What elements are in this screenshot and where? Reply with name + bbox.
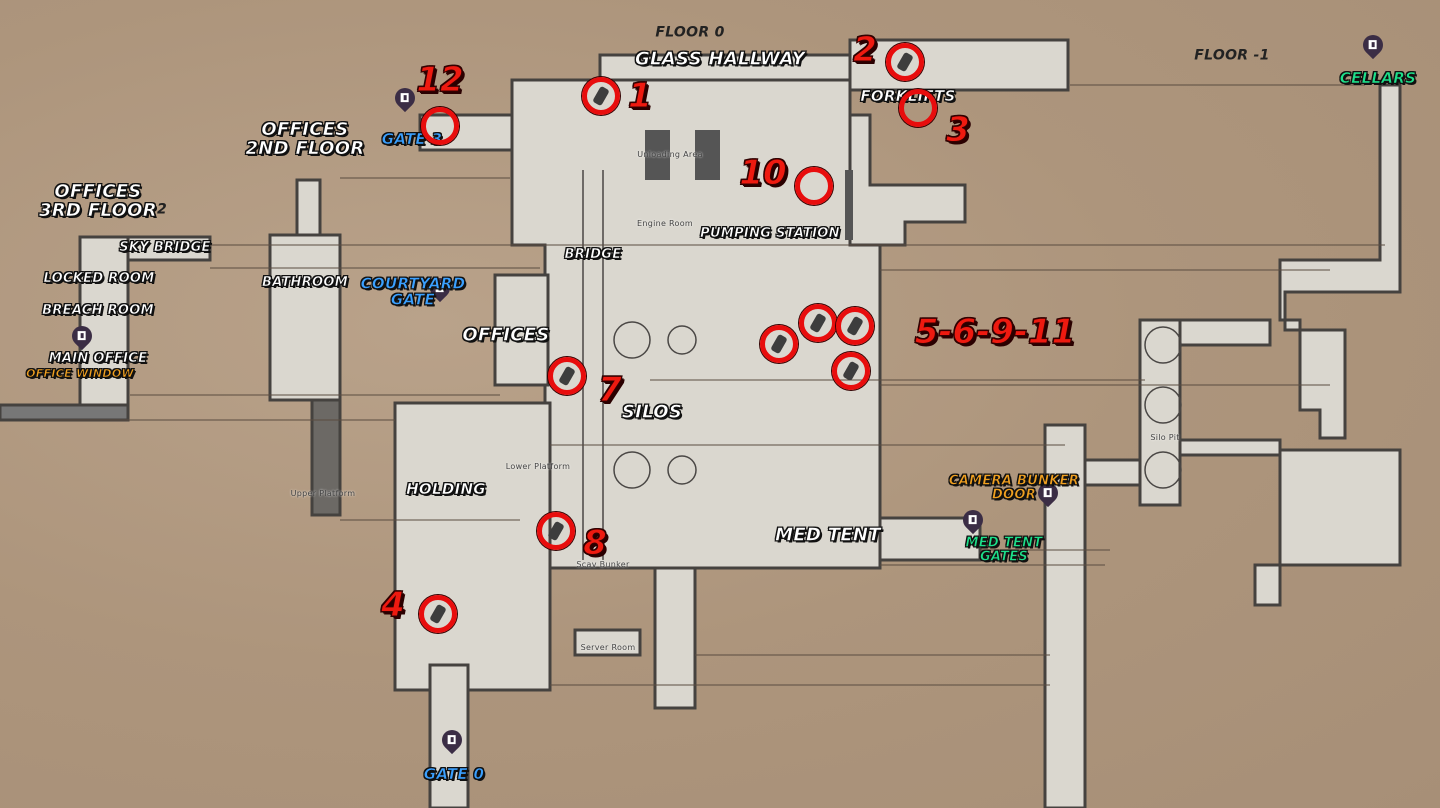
- exit-med-tent-gates[interactable]: MED TENT GATES: [965, 535, 1043, 564]
- area-glass-hallway: GLASS HALLWAY: [634, 48, 806, 70]
- area-offices-3rd-floor: OFFICES 3RD FLOOR: [39, 181, 157, 221]
- area-bridge: BRIDGE: [564, 247, 622, 263]
- marker-number-4: 4: [381, 585, 406, 626]
- ledge: [0, 403, 130, 422]
- forklift-corridor: [848, 38, 1070, 92]
- server-room: [573, 628, 642, 657]
- marker-circle-2[interactable]: [886, 43, 924, 81]
- area-main-office: MAIN OFFICE: [48, 351, 148, 367]
- exit-camera-bunker-door[interactable]: CAMERA BUNKER DOOR: [948, 473, 1080, 502]
- exit-gate-0[interactable]: GATE 0: [423, 765, 485, 784]
- marker-circle-7[interactable]: [548, 357, 586, 395]
- area-pumping-station: PUMPING STATION: [700, 226, 840, 242]
- room-scav-bunker: Scav Bunker: [576, 559, 630, 569]
- silo-pit: [1138, 318, 1182, 507]
- offices-2nd-floor: [268, 233, 342, 402]
- marker-circle-12[interactable]: [421, 107, 459, 145]
- med-tent-corridor: [878, 516, 982, 562]
- marker-circle-8[interactable]: [537, 512, 575, 550]
- sky-bridge: [126, 235, 212, 262]
- room-unloading-area: Unloading Area: [637, 149, 703, 159]
- marker-circle-9[interactable]: [760, 325, 798, 363]
- room-lower-platform: Lower Platform: [505, 461, 571, 471]
- room-engine-room: Engine Room: [636, 218, 694, 228]
- marker-number-12: 12: [416, 60, 464, 101]
- marker-circle-6[interactable]: [836, 307, 874, 345]
- marker-circle-3[interactable]: [899, 89, 937, 127]
- area-holding: HOLDING: [406, 480, 486, 499]
- area-med-tent: MED TENT: [775, 524, 881, 546]
- marker-number-5-6-9-11: 5-6-9-11: [914, 312, 1076, 353]
- offices-block: [493, 273, 550, 387]
- area-offices-2nd-floor: OFFICES 2ND FLOOR: [245, 119, 365, 159]
- area-sky-bridge: SKY BRIDGE: [119, 240, 211, 256]
- room-silo-pit: Silo Pit: [1150, 432, 1180, 442]
- exit-cellars[interactable]: CELLARS: [1339, 69, 1417, 88]
- scav-column: [653, 566, 697, 710]
- marker-number-7: 7: [598, 370, 623, 411]
- area-breach-room: BREACH ROOM: [42, 303, 154, 319]
- holding-wing: [393, 401, 552, 692]
- floor-0-label: FLOOR 0: [655, 24, 725, 41]
- marker-number-1: 1: [628, 76, 653, 117]
- area-locked-room: LOCKED ROOM: [43, 271, 155, 287]
- offices-floor-number: 2: [156, 201, 168, 218]
- bunker-link: [1083, 458, 1142, 487]
- bunker-corridor: [1043, 423, 1087, 808]
- room-upper-platform: Upper Platform: [290, 488, 356, 498]
- area-bathroom: BATHROOM: [262, 275, 348, 291]
- marker-circle-5[interactable]: [799, 304, 837, 342]
- lower-corridor: [1178, 438, 1282, 457]
- lower-room: [1253, 448, 1402, 607]
- marker-number-10: 10: [739, 153, 787, 194]
- area-silos: SILOS: [621, 401, 683, 423]
- upper-platform: [310, 398, 342, 517]
- room-server-room: Server Room: [580, 642, 636, 652]
- marker-circle-1[interactable]: [582, 77, 620, 115]
- marker-circle-10[interactable]: [795, 167, 833, 205]
- floor-minus1-label: FLOOR -1: [1194, 47, 1270, 64]
- cellars-shaft: [1278, 83, 1402, 440]
- marker-number-2: 2: [853, 30, 878, 71]
- exit-office-window[interactable]: OFFICE WINDOW: [26, 367, 134, 381]
- exit-courtyard-gate[interactable]: COURTYARD GATE: [360, 274, 466, 308]
- area-offices: OFFICES: [462, 324, 550, 346]
- marker-number-8: 8: [583, 523, 608, 564]
- marker-circle-4[interactable]: [419, 595, 457, 633]
- marker-circle-11[interactable]: [832, 352, 870, 390]
- silo-pit-connector: [1178, 318, 1272, 347]
- offices-2nd-stairs: [295, 178, 322, 237]
- marker-number-3: 3: [946, 110, 971, 151]
